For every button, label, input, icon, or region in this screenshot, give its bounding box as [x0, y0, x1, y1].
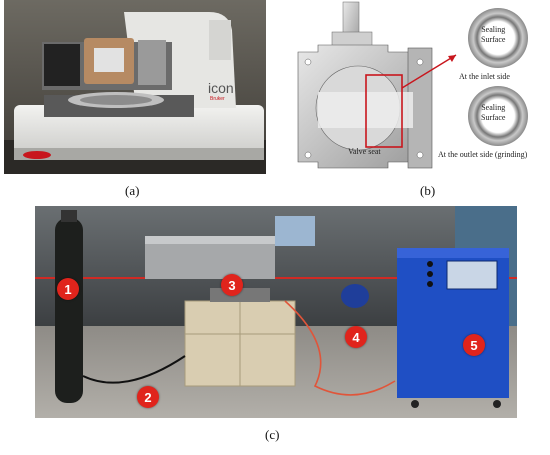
valve-cross-section [297, 1, 528, 169]
caption-a: (a) [125, 183, 140, 198]
marker-5: 5 [463, 334, 485, 356]
panel-b-diagram: Valve seat Sealing Surface At the inlet … [288, 0, 550, 180]
panel-c-photo: 1 2 3 4 5 [35, 206, 517, 418]
valve-seat-label: Valve seat [348, 147, 381, 156]
device-subbrand-text: Bruker [210, 96, 225, 102]
device-brand-text: icon [208, 80, 234, 96]
outlet-ring [468, 86, 528, 146]
inlet-ring [468, 8, 528, 68]
profilometer-image [4, 0, 266, 174]
marker-1: 1 [57, 278, 79, 300]
outlet-caption: At the outlet side (grinding) [438, 150, 528, 159]
marker-4: 4 [345, 326, 367, 348]
inlet-caption: At the inlet side [459, 72, 510, 81]
inlet-sealing-label: Sealing Surface [481, 25, 506, 44]
marker-3: 3 [221, 274, 243, 296]
caption-c: (c) [265, 427, 280, 442]
panel-a-photo: icon Bruker [4, 0, 266, 174]
test-rig-image [35, 206, 517, 418]
outlet-sealing-label: Sealing Surface [481, 103, 506, 122]
marker-2: 2 [137, 386, 159, 408]
caption-b: (b) [420, 183, 436, 198]
